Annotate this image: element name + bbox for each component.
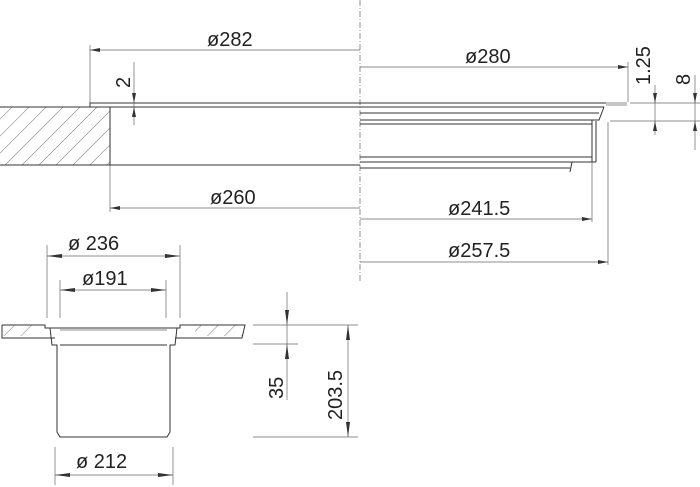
- dim-flange-thickness: 1.25: [633, 46, 655, 85]
- dim-total-height: 203.5: [325, 370, 347, 420]
- dim-inner-top: ø191: [82, 268, 128, 290]
- dim-total-rim: 8: [673, 74, 695, 85]
- dimension-lines-top: [89, 45, 700, 265]
- dim-cutout: ø260: [210, 187, 256, 209]
- dim-flange: ø280: [465, 46, 511, 68]
- dim-inner-body: ø241.5: [448, 198, 510, 220]
- dimension-lines-side: [46, 245, 358, 485]
- basket-side-view: [1, 324, 246, 438]
- dim-rim-depth: 35: [266, 377, 288, 399]
- dim-outer-cutout: ø282: [207, 29, 253, 51]
- sink-rim-profile: [360, 102, 627, 173]
- dim-bottom: ø 212: [76, 451, 127, 473]
- dim-top: ø 236: [68, 233, 119, 255]
- dim-outer-body: ø257.5: [448, 240, 510, 262]
- dim-rebate-depth: 2: [113, 77, 135, 88]
- countertop-section: [0, 102, 360, 166]
